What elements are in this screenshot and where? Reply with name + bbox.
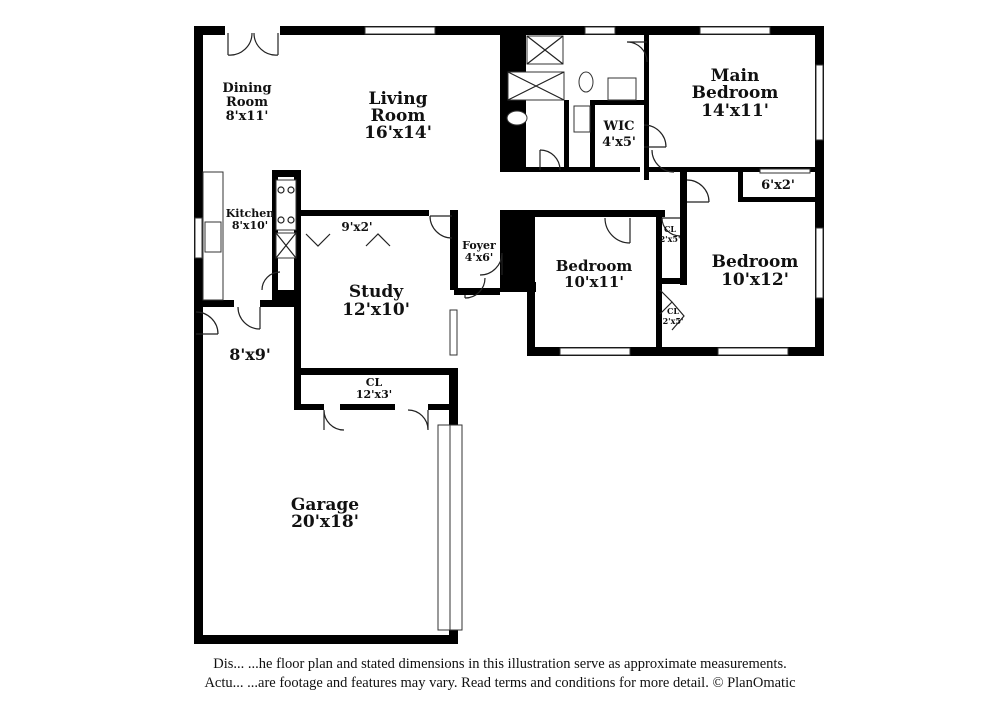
door-swing [464, 277, 486, 299]
sink [607, 77, 637, 101]
kitchen-label: Kitchen [226, 207, 275, 220]
study-closet-label: CL [366, 376, 383, 389]
kitchen-dims: 8'x10' [232, 219, 268, 232]
toilet [578, 71, 594, 93]
door-swing [604, 217, 631, 244]
closet-lower-dims: 2'x5' [663, 316, 684, 326]
window [815, 227, 824, 299]
window [364, 26, 436, 35]
living-room-label: Living [369, 89, 428, 109]
window [559, 347, 631, 356]
door-swing [643, 124, 667, 148]
main-bedroom-label-2: Bedroom [692, 83, 779, 103]
main-bedroom-label: Main [711, 66, 760, 86]
bedroom-2-dims: 10'x11' [564, 273, 624, 291]
window [717, 347, 789, 356]
door-swing [261, 271, 281, 291]
dining-room-label-2: Room [226, 95, 268, 110]
closet-9x2-dims: 9'x2' [341, 220, 372, 234]
living-room-dims: 16'x14' [364, 123, 432, 143]
french-door [225, 26, 280, 56]
door-swing [539, 149, 561, 171]
window [699, 26, 771, 35]
garage-label: Garage [291, 495, 359, 515]
door-swing [661, 217, 681, 237]
living-room-label-2: Room [371, 106, 426, 126]
window [194, 217, 203, 259]
main-bedroom-dims: 14'x11' [701, 101, 769, 121]
study-label: Study [349, 282, 404, 302]
bedroom-2-label: Bedroom [556, 257, 633, 275]
window [584, 26, 616, 35]
closet-upper-label: CL [664, 224, 676, 234]
door-swing [237, 306, 261, 330]
disclaimer-line-2: Actu... ...are footage and features may … [204, 675, 796, 691]
disclaimer: Dis... ...he floor plan and stated dimen… [0, 655, 1000, 693]
sink [204, 221, 222, 253]
door-swing [626, 41, 648, 63]
door-swing [407, 409, 429, 431]
door-swing [479, 252, 503, 276]
window [815, 64, 824, 141]
laundry-dims: 8'x9' [229, 345, 271, 364]
study-closet-dims: 12'x3' [356, 388, 392, 401]
foyer-label: Foyer [462, 239, 496, 252]
bedroom-3-dims: 10'x12' [721, 270, 789, 290]
toilet [506, 110, 528, 126]
door-swing [429, 215, 453, 239]
dining-room-label: Dining [222, 81, 271, 96]
closet-upper-dims: 2'x5' [660, 234, 681, 244]
closet-lower-label: CL [667, 306, 679, 316]
disclaimer-line-1: Dis... ...he floor plan and stated dimen… [213, 656, 787, 672]
slider-door [759, 168, 811, 174]
bedroom-3-label: Bedroom [712, 252, 799, 272]
study-dims: 12'x10' [342, 300, 410, 320]
closet-6x2-dims: 6'x2' [761, 178, 795, 193]
sink [573, 105, 591, 133]
bifold-door [305, 233, 391, 247]
door-swing [651, 149, 675, 173]
garage-door-panel [449, 424, 463, 631]
dining-room-dims: 8'x11' [226, 109, 269, 124]
door-swing [686, 179, 710, 203]
wic-label: WIC [602, 119, 634, 134]
wic-dims: 4'x5' [602, 135, 636, 150]
garage-dims: 20'x18' [291, 512, 359, 532]
bifold-door [659, 289, 685, 331]
foyer-dims: 4'x6' [465, 251, 494, 264]
door-swing [323, 409, 345, 431]
door-swing [195, 311, 219, 335]
window [449, 309, 458, 356]
